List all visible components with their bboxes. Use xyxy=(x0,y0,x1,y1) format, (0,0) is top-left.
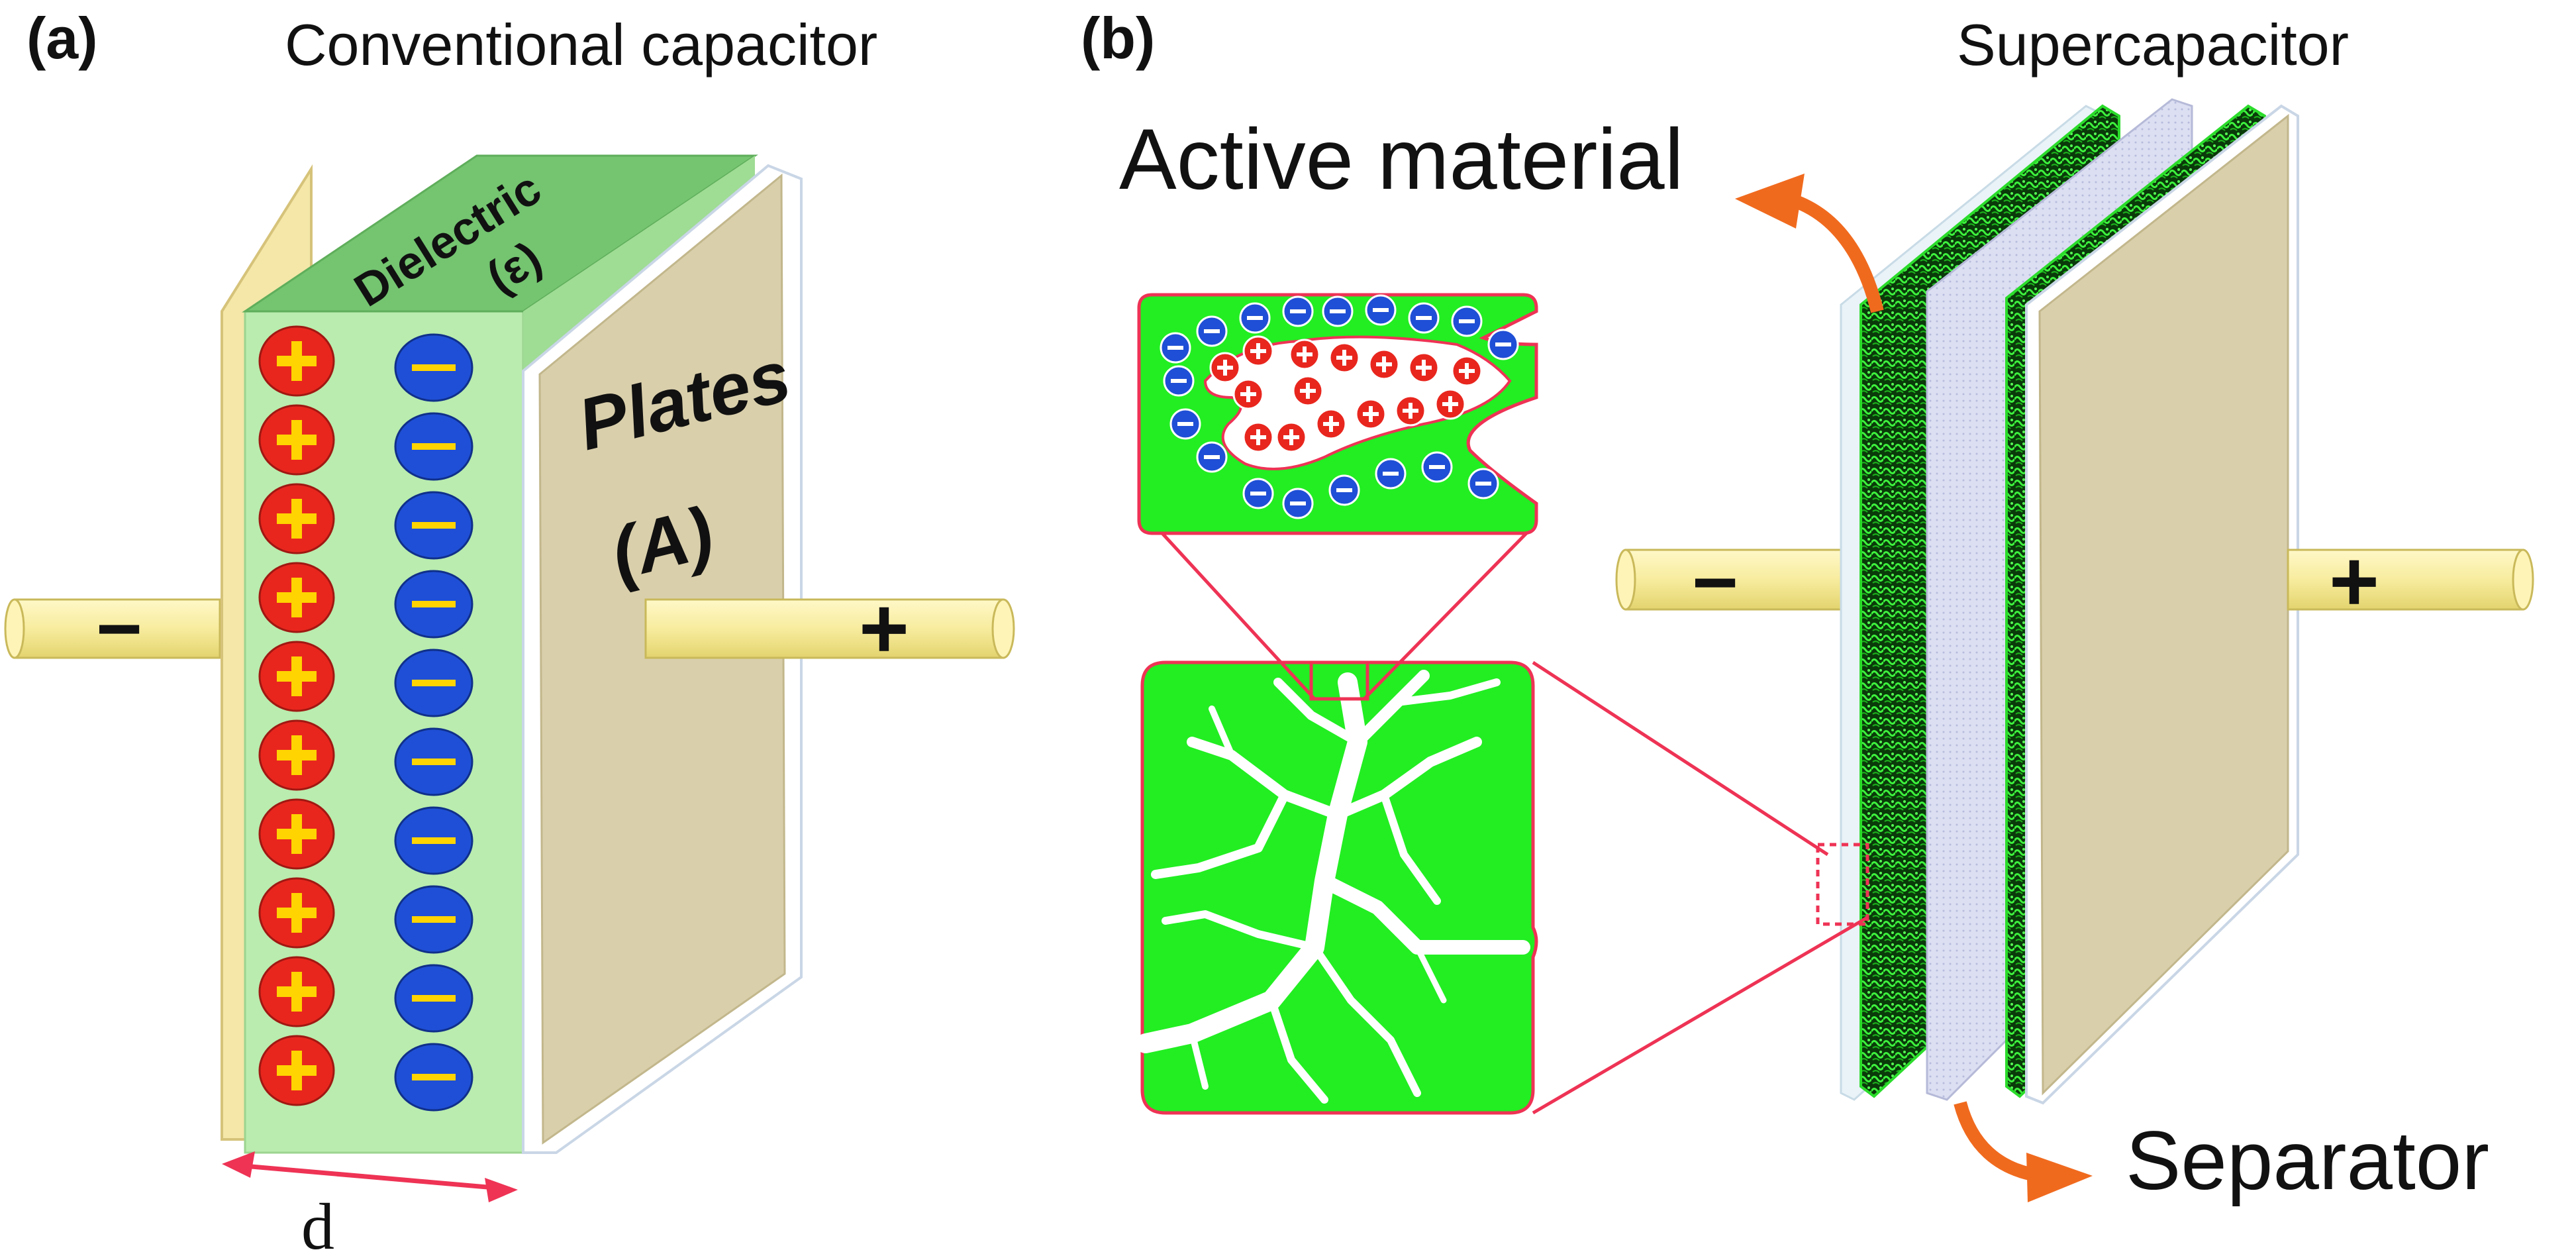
front-plate-face xyxy=(538,173,786,1145)
negative-ion xyxy=(1467,468,1499,499)
panel-a: (a) Conventional capacitor − + Dielectri… xyxy=(4,5,1015,1256)
positive-terminal-sign-b: + xyxy=(2329,533,2379,629)
panel-a-tag: (a) xyxy=(26,5,98,71)
positive-charge xyxy=(258,562,335,633)
positive-ion xyxy=(1408,352,1440,384)
positive-ion xyxy=(1355,398,1387,430)
active-material-arrow xyxy=(1735,174,1884,313)
negative-charge xyxy=(394,333,473,402)
negative-ion xyxy=(1328,474,1360,506)
panel-b: (b) Supercapacitor − + Active material xyxy=(1081,5,2534,1207)
positive-charge xyxy=(258,483,335,554)
separator-arrow xyxy=(1954,1101,2093,1202)
positive-charge xyxy=(258,325,335,397)
negative-charge xyxy=(394,727,473,796)
negative-ion xyxy=(1196,315,1228,347)
positive-ion xyxy=(1434,388,1466,420)
positive-ion xyxy=(1368,348,1400,380)
ion-pore-zoom xyxy=(1137,293,1538,535)
negative-ion xyxy=(1408,302,1440,334)
positive-ion xyxy=(1315,408,1347,440)
positive-ion xyxy=(1242,335,1274,367)
positive-ion xyxy=(1451,355,1483,387)
negative-charge xyxy=(394,570,473,639)
positive-charge xyxy=(258,719,335,791)
negative-ion xyxy=(1282,295,1314,327)
separator-label: Separator xyxy=(2126,1115,2489,1207)
pore-ions xyxy=(1160,294,1519,519)
pore-structure-zoom xyxy=(1136,660,1538,1115)
pore-zoom-marker xyxy=(1309,660,1369,701)
panel-b-tag: (b) xyxy=(1081,5,1155,71)
positive-charge xyxy=(258,798,335,870)
positive-charge xyxy=(258,877,335,949)
panel-b-title: Supercapacitor xyxy=(1957,12,2349,78)
positive-ion xyxy=(1232,378,1264,410)
active-material-label: Active material xyxy=(1119,111,1684,207)
negative-ion xyxy=(1322,295,1354,327)
negative-charge xyxy=(394,649,473,717)
positive-charge xyxy=(258,956,335,1027)
negative-charge xyxy=(394,885,473,954)
positive-ion xyxy=(1395,395,1426,427)
negative-ion xyxy=(1239,302,1271,334)
negative-ion xyxy=(1487,329,1519,360)
positive-ion xyxy=(1289,339,1320,370)
negative-charge-column xyxy=(394,333,473,1112)
negative-charge xyxy=(394,806,473,875)
negative-charge xyxy=(394,412,473,481)
positive-ion xyxy=(1292,375,1324,407)
positive-terminal-sign-a: + xyxy=(859,580,909,676)
negative-ion xyxy=(1196,441,1228,473)
negative-ion xyxy=(1160,332,1191,364)
positive-terminal-rod-a xyxy=(644,598,1015,659)
negative-charge xyxy=(394,491,473,560)
negative-charge xyxy=(394,1043,473,1112)
negative-terminal-sign-a: − xyxy=(96,584,142,673)
negative-ion xyxy=(1242,478,1274,509)
positive-charge xyxy=(258,404,335,476)
zoom-source-marker xyxy=(1816,843,1869,926)
positive-ion xyxy=(1242,421,1274,453)
right-collector-face xyxy=(2038,113,2289,1096)
negative-terminal-rod-a xyxy=(4,598,221,659)
distance-label: d xyxy=(301,1190,334,1256)
negative-terminal-sign-b: − xyxy=(1692,538,1738,627)
positive-ion xyxy=(1328,342,1360,374)
negative-ion xyxy=(1421,451,1453,483)
positive-charge-column xyxy=(258,325,335,1106)
negative-charge xyxy=(394,964,473,1033)
negative-ion xyxy=(1451,305,1483,337)
zoom-connector-lines xyxy=(1161,532,1869,1115)
positive-charge xyxy=(258,1035,335,1106)
negative-ion xyxy=(1169,408,1201,440)
negative-ion xyxy=(1375,458,1407,490)
distance-arrow xyxy=(222,1151,518,1202)
negative-ion xyxy=(1163,365,1195,397)
positive-ion xyxy=(1209,352,1241,384)
positive-ion xyxy=(1275,421,1307,453)
panel-a-title: Conventional capacitor xyxy=(285,12,877,78)
negative-ion xyxy=(1365,294,1397,326)
negative-ion xyxy=(1282,488,1314,519)
positive-charge xyxy=(258,641,335,712)
positive-terminal-rod-b xyxy=(2287,549,2534,611)
